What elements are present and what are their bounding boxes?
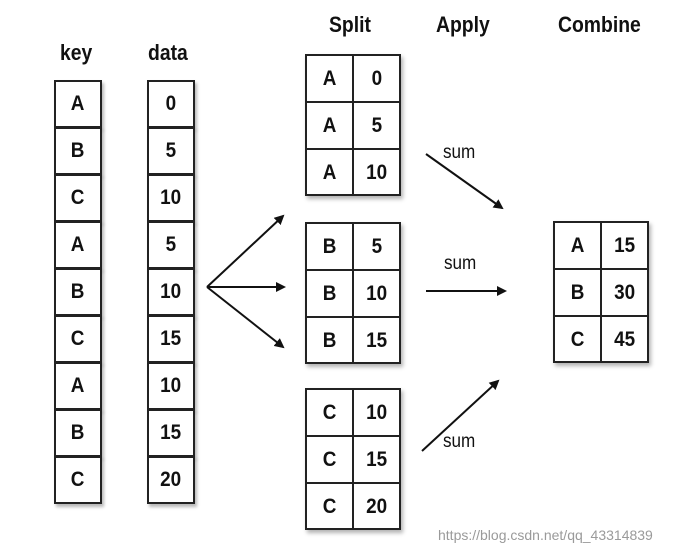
split-value-cell: 10 — [366, 282, 388, 305]
key-cell: C — [54, 174, 102, 222]
key-cell: A — [54, 221, 102, 269]
split-arrow-down — [206, 286, 285, 349]
apply-header: Apply — [436, 12, 490, 37]
split-arrow-up — [206, 214, 285, 288]
key-cell: C — [54, 315, 102, 363]
combine-key-cell: C — [571, 328, 585, 351]
combine-key-cell: A — [571, 234, 585, 257]
combine-value-cell: 15 — [614, 234, 636, 257]
split-key-cell: C — [323, 401, 337, 424]
data-cell: 5 — [147, 127, 195, 175]
combine-header: Combine — [558, 12, 641, 37]
split-key-cell: B — [323, 282, 337, 305]
split-key-cell: B — [323, 235, 337, 258]
split-key-cell: A — [323, 161, 337, 184]
split-value-cell: 0 — [371, 67, 383, 90]
data-cell: 10 — [147, 268, 195, 316]
key-cell: C — [54, 456, 102, 504]
apply-arrow-bottom — [421, 379, 500, 452]
combine-key-cell: B — [571, 281, 585, 304]
split-key-cell: A — [323, 114, 337, 137]
apply-label-sum: sum — [443, 431, 476, 452]
split-value-cell: 15 — [366, 329, 388, 352]
key-cell: A — [54, 80, 102, 128]
combine-value-cell: 45 — [614, 328, 636, 351]
split-value-cell: 5 — [371, 114, 383, 137]
split-key-cell: C — [323, 495, 337, 518]
split-value-cell: 10 — [366, 401, 388, 424]
split-group-a: A 0 A 5 A 10 — [305, 54, 401, 196]
data-header: data — [148, 40, 188, 65]
split-group-c: C 10 C 15 C 20 — [305, 388, 401, 530]
split-header: Split — [329, 12, 371, 37]
data-cell: 10 — [147, 362, 195, 410]
split-key-cell: B — [323, 329, 337, 352]
combine-table: A 15 B 30 C 45 — [553, 221, 649, 363]
split-key-cell: A — [323, 67, 337, 90]
apply-label-sum: sum — [444, 253, 477, 274]
watermark: https://blog.csdn.net/qq_43314839 — [438, 527, 653, 543]
split-value-cell: 5 — [371, 235, 383, 258]
combine-value-cell: 30 — [614, 281, 636, 304]
key-cell: B — [54, 409, 102, 457]
key-cell: A — [54, 362, 102, 410]
data-cell: 10 — [147, 174, 195, 222]
split-value-cell: 15 — [366, 448, 388, 471]
data-cell: 15 — [147, 315, 195, 363]
split-value-cell: 10 — [366, 161, 388, 184]
key-header: key — [60, 40, 93, 65]
apply-arrow-top — [425, 153, 504, 210]
data-cell: 20 — [147, 456, 195, 504]
split-key-cell: C — [323, 448, 337, 471]
split-group-b: B 5 B 10 B 15 — [305, 222, 401, 364]
apply-label-sum: sum — [443, 142, 476, 163]
split-value-cell: 20 — [366, 495, 388, 518]
data-cell: 0 — [147, 80, 195, 128]
